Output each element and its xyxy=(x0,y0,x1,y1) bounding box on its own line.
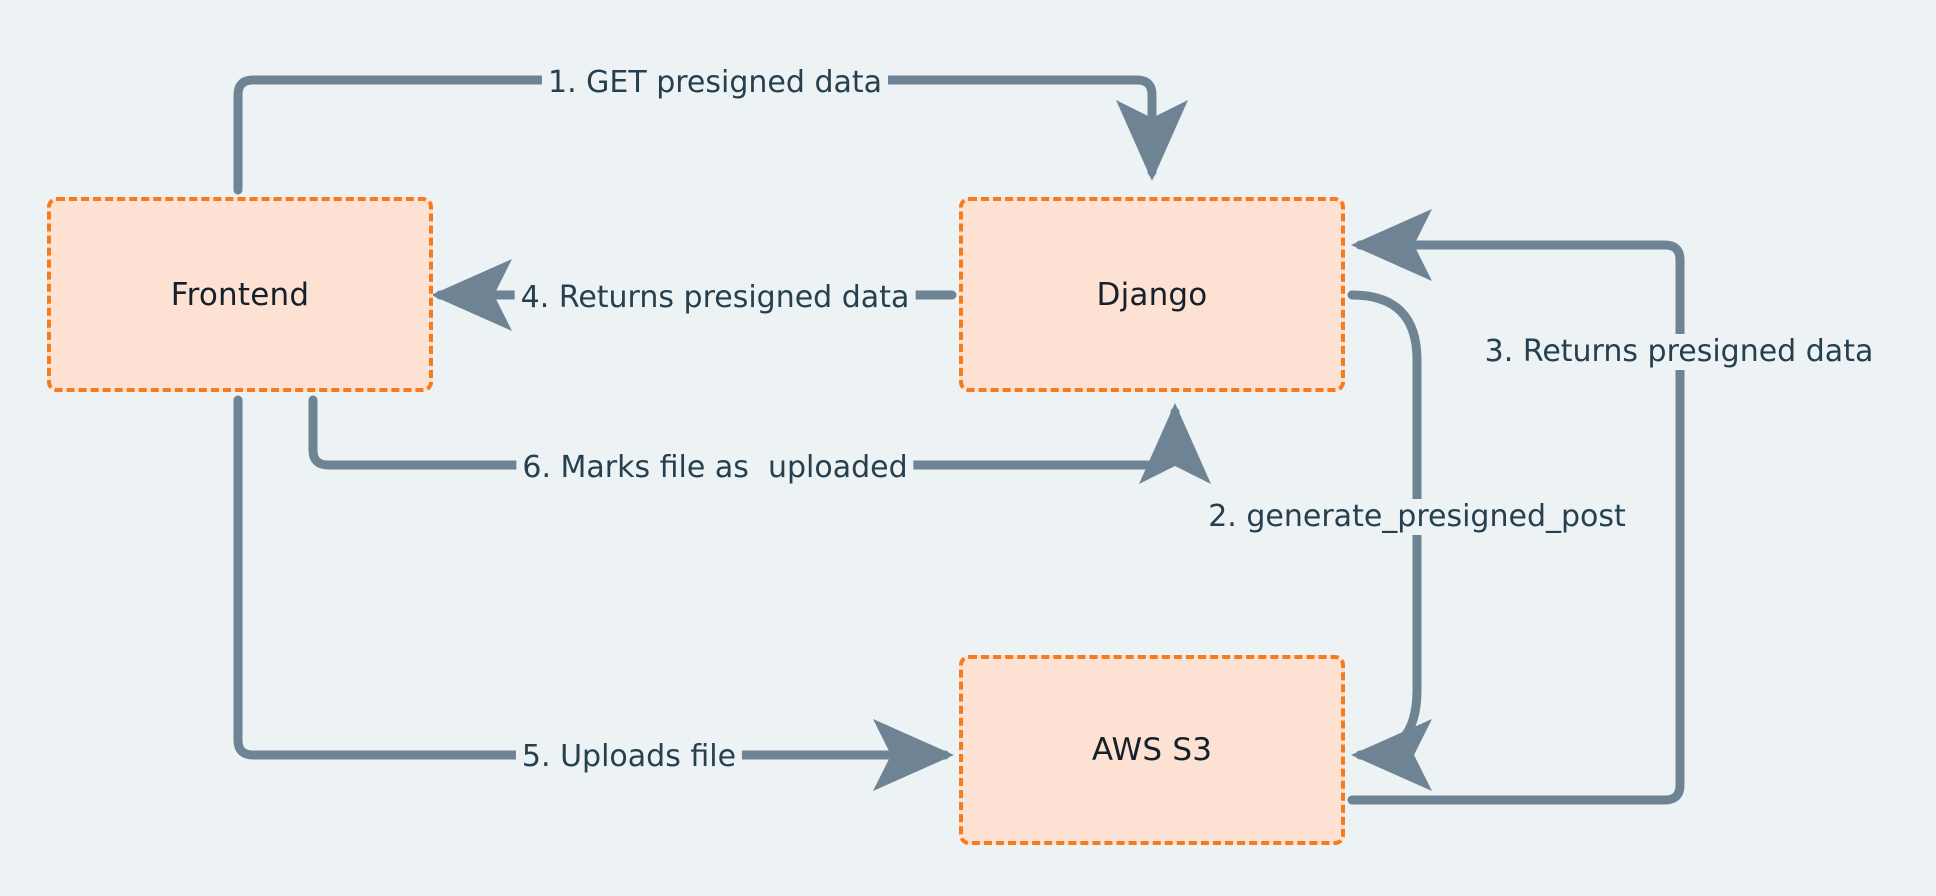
node-aws-s3[interactable]: AWS S3 xyxy=(959,655,1345,845)
edge-label-5: 5. Uploads file xyxy=(515,739,743,775)
node-django[interactable]: Django xyxy=(959,197,1345,392)
edge-label-3: 3. Returns presigned data xyxy=(1478,334,1880,370)
edge-label-1: 1. GET presigned data xyxy=(541,65,889,101)
node-frontend-label: Frontend xyxy=(170,276,310,313)
node-frontend[interactable]: Frontend xyxy=(47,197,433,392)
edge-label-4: 4. Returns presigned data xyxy=(514,280,916,316)
edge-5-path xyxy=(233,395,954,791)
edge-label-6: 6. Marks file as uploaded xyxy=(516,450,914,486)
node-django-label: Django xyxy=(1096,276,1208,313)
edge-3-path xyxy=(1347,209,1685,805)
edge-label-2: 2. generate_presigned_post xyxy=(1202,499,1632,535)
node-aws-s3-label: AWS S3 xyxy=(1091,732,1213,768)
